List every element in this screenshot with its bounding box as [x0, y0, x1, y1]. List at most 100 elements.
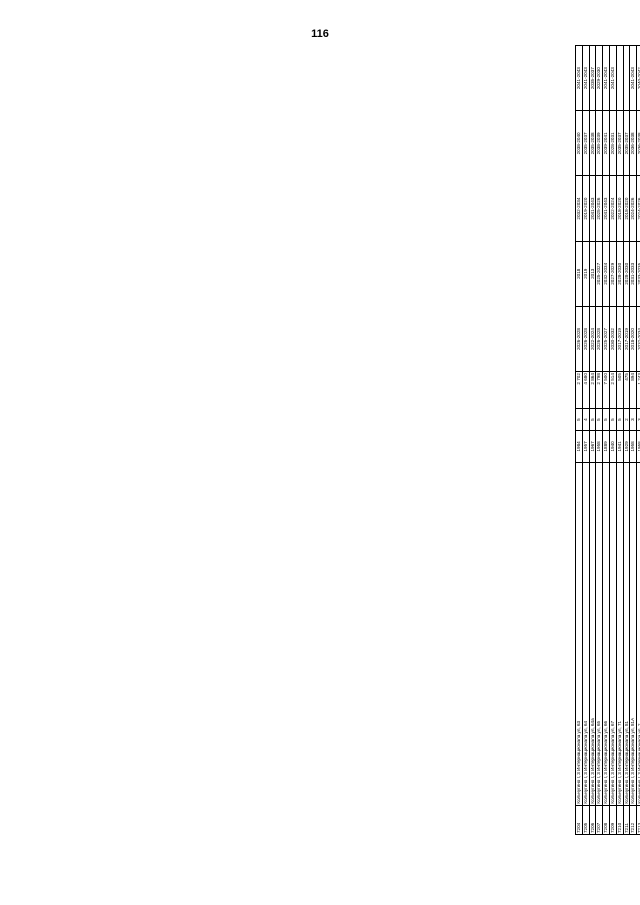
table-cell: 2035-2037: [616, 110, 624, 176]
table-cell: 2028-2030: [623, 241, 630, 307]
table-cell: 5: [575, 408, 583, 431]
table-cell: 2032-2034: [602, 241, 610, 307]
table-cell: 2028-2031: [609, 110, 617, 176]
table-cell: Кольчугино г, 3 Интернационала ул, 65: [595, 462, 603, 806]
table-cell: 7208: [602, 805, 610, 835]
table-cell: 2032-2034: [575, 176, 583, 242]
table-cell: 2022-2024: [589, 306, 596, 372]
table-cell: 2039-2041: [602, 110, 610, 176]
table-cell: 1957: [582, 430, 590, 463]
page-number: 116: [311, 28, 329, 40]
table-cell: 2041-2043: [575, 45, 583, 111]
table-cell: 2022-2024: [609, 176, 617, 242]
table-cell: 2 514: [609, 371, 617, 409]
table-cell: 7205: [582, 805, 590, 835]
table-cell: Кольчугино г, 3 Интернационала ул, 67: [609, 462, 617, 806]
table-cell: 2018-2020: [623, 176, 630, 242]
table-cell: 2027-2029: [609, 241, 617, 307]
table-cell: 2018-2020: [616, 176, 624, 242]
table-cell: Кольчугино г, 3 Интернационала ул, 63: [575, 462, 583, 806]
table-cell: 475: [623, 371, 630, 409]
table-cell: 2035-2037: [582, 110, 590, 176]
table-cell: 2031-2033: [629, 241, 637, 307]
table-cell: 5: [602, 408, 610, 431]
table-cell: 7211: [623, 805, 630, 835]
table-cell: 2025-2027: [595, 241, 603, 307]
table-cell: 7209: [609, 805, 617, 835]
table-cell: Кольчугино г, 3 Интернационала ул, 64: [582, 462, 590, 806]
table-cell: 2026-2028: [575, 306, 583, 372]
table-cell: 5: [609, 408, 617, 431]
table-cell: 2025-2026: [595, 176, 603, 242]
table-cell: Кольчугино г, 3 Интернационала ул, 64а: [589, 462, 596, 806]
table-cell: 2035-2038: [589, 110, 596, 176]
table-cell: 1941: [616, 430, 624, 463]
table-cell: 2030-2032: [609, 306, 617, 372]
table-cell: 4 680: [582, 371, 590, 409]
table-cell: 1958: [595, 430, 603, 463]
table-cell: [623, 45, 630, 111]
table-cell: 2025-2027: [602, 306, 610, 372]
table-cell: 1967: [589, 430, 596, 463]
table-cell: 4: [582, 408, 590, 431]
table-cell: 2036-2038: [629, 110, 637, 176]
table-cell: 505: [616, 371, 624, 409]
table-cell: 7204: [575, 805, 583, 835]
table-cell: 2041-2043: [582, 45, 590, 111]
table-cell: 2: [623, 408, 630, 431]
table-cell: 2019-2020: [582, 176, 590, 242]
table-cell: 2 702: [575, 371, 583, 409]
table-cell: Кольчугино г, 3 Интернационала ул, 71: [616, 462, 624, 806]
table-cell: 1889: [602, 430, 610, 463]
table-cell: Кольчугино г, 3 Интернационала ул, 81А: [629, 462, 637, 806]
table-cell: Кольчугино г, 3 Интернационала ул, 66: [602, 462, 610, 806]
table-cell: 2024-2026: [629, 176, 637, 242]
table-cell: 5: [595, 408, 603, 431]
table-cell: 2026-2028: [582, 306, 590, 372]
table-cell: 2018-2020: [629, 306, 637, 372]
table-cell: 2017-2019: [623, 306, 630, 372]
table-cell: 7206: [589, 805, 596, 835]
table-cell: 2041-2043: [609, 45, 617, 111]
table-cell: 1958: [629, 430, 637, 463]
table-cell: 7210: [616, 805, 624, 835]
table-cell: 2035-2037: [589, 45, 596, 111]
table-cell: 2029-2030: [595, 45, 603, 111]
table-cell: 1940: [609, 430, 617, 463]
table-cell: 2 798: [595, 371, 603, 409]
table-cell: Кольчугино г, 3 Интернационала ул, 81: [623, 462, 630, 806]
table-cell: 5: [589, 408, 596, 431]
table-cell: [616, 45, 624, 111]
table-cell: 2019: [582, 241, 590, 307]
table-cell: 2018: [575, 241, 583, 307]
table-cell: 2035-2037: [623, 110, 630, 176]
table-cell: 2013: [589, 241, 596, 307]
table-cell: 1929: [623, 430, 630, 463]
table-cell: 2 864: [589, 371, 596, 409]
table-cell: 2028-2030: [616, 241, 624, 307]
table-cell: 2026-2028: [595, 306, 603, 372]
table-cell: 5: [616, 408, 624, 431]
table-cell: 2041-2043: [602, 45, 610, 111]
table-cell: 2041-2043: [602, 176, 610, 242]
table-cell: 1984: [575, 430, 583, 463]
table-cell: 2041-2043: [629, 45, 637, 111]
table-cell: 3: [629, 408, 637, 431]
table-cell: 2038-2040: [575, 110, 583, 176]
table-cell: 2038-2039: [595, 110, 603, 176]
table-cell: 2017-2019: [616, 306, 624, 372]
table-cell: 894: [629, 371, 637, 409]
table-cell: 7207: [595, 805, 603, 835]
table-cell: 7 500: [602, 371, 610, 409]
